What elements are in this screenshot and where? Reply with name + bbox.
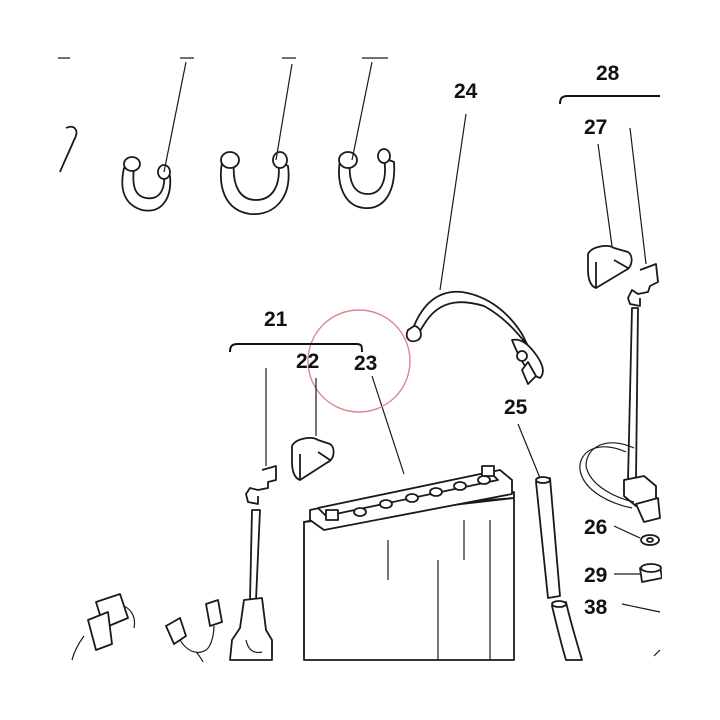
callout-29: 29 xyxy=(584,564,607,587)
cable-right xyxy=(579,127,661,523)
clamp-right xyxy=(338,61,396,209)
washer xyxy=(613,525,660,546)
callout-22: 22 xyxy=(296,350,319,373)
callout-28: 28 xyxy=(596,62,620,85)
callout-26: 26 xyxy=(584,516,607,539)
callout-25: 25 xyxy=(504,396,528,419)
bracket-28 xyxy=(559,95,660,105)
vent-hose xyxy=(517,423,583,661)
callout-38: 38 xyxy=(584,596,608,619)
clamp-left-partial xyxy=(59,125,78,173)
terminal-cap-left xyxy=(291,378,335,481)
callout-27: 27 xyxy=(584,116,607,139)
wire-connectors xyxy=(71,593,223,665)
nut xyxy=(614,563,663,583)
bracket-21 xyxy=(229,343,363,353)
bolt-pointer xyxy=(621,603,661,657)
battery xyxy=(303,375,515,661)
terminal-cap-right xyxy=(587,143,633,289)
battery-strap xyxy=(405,113,544,385)
callout-23: 23 xyxy=(354,352,377,375)
callout-21: 21 xyxy=(264,308,288,331)
callout-24: 24 xyxy=(454,80,478,103)
highlight-circle xyxy=(307,309,411,413)
clamp-medium xyxy=(220,63,293,215)
battery-cell-caps xyxy=(325,465,495,521)
cable-left xyxy=(229,368,277,661)
clamp-small xyxy=(121,61,187,212)
